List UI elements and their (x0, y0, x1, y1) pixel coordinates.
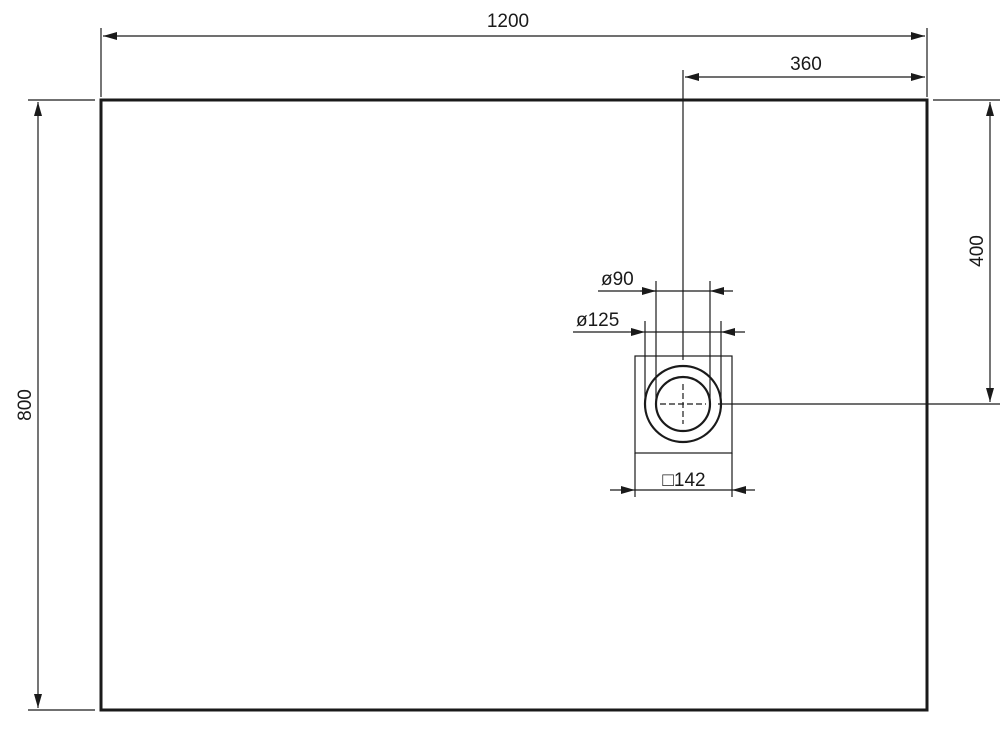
offset-y-label: 400 (967, 235, 988, 267)
tray-outline (99, 98, 929, 712)
height-label: 800 (15, 389, 36, 421)
width-label: 1200 (487, 11, 529, 32)
offset-x-label: 360 (790, 54, 822, 75)
drain-square (634, 355, 733, 454)
drain-inner-circle (654, 375, 712, 433)
outer-diameter-label: ø125 (576, 310, 619, 331)
square-size-label: □142 (662, 470, 705, 491)
inner-diameter-label: ø90 (601, 269, 634, 290)
